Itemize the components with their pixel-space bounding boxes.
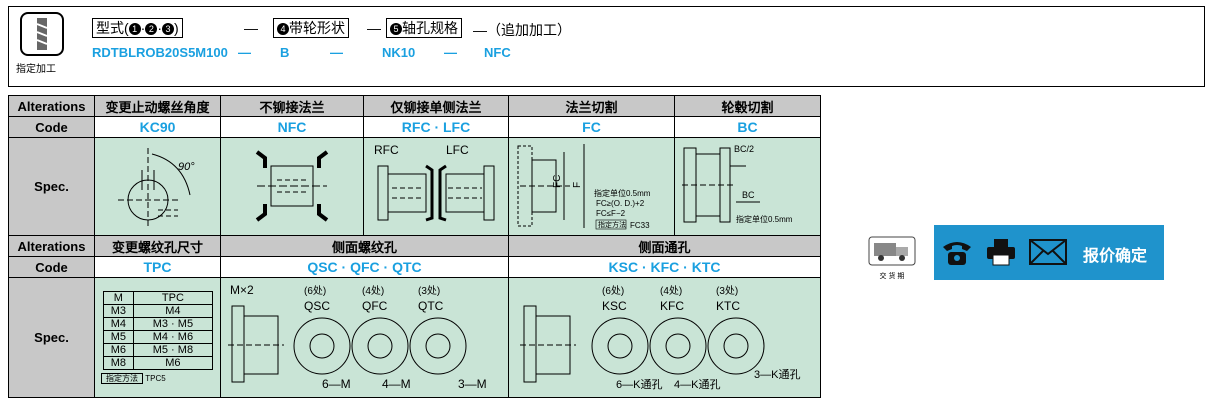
alterations-label: Alterations [8,95,95,117]
number-3-icon: 3 [162,23,175,35]
svg-text:(4处): (4处) [660,285,682,297]
number-4-icon: 4 [277,23,289,35]
svg-text:FC: FC [552,175,563,188]
code-qsc-qfc-qtc: QSC · QFC · QTC [220,256,509,278]
code-rfc-lfc: RFC · LFC [363,116,509,138]
svg-text:BC/2: BC/2 [734,144,754,154]
angle-text: 90° [178,161,195,173]
dash: — [238,45,251,60]
delivery-truck-button[interactable]: 交 货 期 [868,236,916,280]
icon-caption: 指定加工 [16,64,56,75]
truck-caption: 交 货 期 [879,273,905,280]
alteration-kc90: 变更止动螺丝角度 [94,95,221,117]
quote-action-bar: 报价确定 [934,225,1164,280]
drill-icon [20,12,64,56]
spec-label: Spec. [8,137,95,236]
bc-diagram: BC/2 BC 指定单位0.5mm [674,137,821,236]
svg-text:KFC: KFC [660,299,684,313]
svg-text:指定单位0.5mm: 指定单位0.5mm [594,188,651,198]
code-tpc: TPC [94,256,221,278]
bore-value: NK10 [382,45,416,60]
quote-confirm-button[interactable]: 报价确定 [1083,248,1148,265]
svg-text:(6处): (6处) [304,285,326,297]
kc90-diagram: 90° [94,137,221,236]
svg-text:(4处): (4处) [362,285,384,297]
dash: — [444,45,457,60]
svg-text:QTC: QTC [418,299,444,313]
code-kc90: KC90 [94,116,221,138]
svg-text:(6处): (6处) [602,285,624,297]
svg-text:BC: BC [742,190,755,200]
separator: — [244,20,258,36]
svg-text:QFC: QFC [362,299,388,313]
code-label-2: Code [8,256,95,278]
alteration-nfc: 不铆接法兰 [220,95,364,117]
code-fc: FC [508,116,675,138]
model-box: 型式(1·2·3) [92,18,183,38]
code-label: Code [8,116,95,138]
svg-text:指定单位0.5mm: 指定单位0.5mm [736,214,793,224]
separator: — [367,20,381,36]
alterations-table: Alterations 变更止动螺丝角度 不铆接法兰 仅铆接单侧法兰 法兰切割 … [8,95,821,398]
code-nfc: NFC [220,116,364,138]
dash: — [330,45,343,60]
alteration-tpc: 变更螺纹孔尺寸 [94,235,221,257]
svg-text:4—M: 4—M [382,377,411,391]
nfc-diagram [220,137,364,236]
fax-printer-icon[interactable] [984,237,1018,272]
svg-text:M×2: M×2 [230,283,254,297]
side-through-diagram: (6处) (4处) (3处) KSC KFC KTC 6—K通孔 4—K通孔 3… [508,277,821,398]
number-1-icon: 1 [128,23,141,35]
alteration-side-through: 侧面通孔 [508,235,821,257]
code-ksc-kfc-ktc: KSC · KFC · KTC [508,256,821,278]
svg-text:LFC: LFC [446,143,469,157]
svg-text:3—M: 3—M [458,377,487,391]
alteration-side-thread: 侧面螺纹孔 [220,235,509,257]
svg-text:KSC: KSC [602,299,627,313]
svg-text:FC33: FC33 [630,221,650,230]
rfc-lfc-diagram: RFC LFC [363,137,509,236]
svg-text:6—M: 6—M [322,377,351,391]
phone-icon[interactable] [940,237,974,272]
svg-text:FC≥(O. D.)+2: FC≥(O. D.)+2 [596,199,645,208]
svg-text:(3处): (3处) [716,285,738,297]
svg-text:4—K通孔: 4—K通孔 [674,378,720,391]
alteration-fc: 法兰切割 [508,95,675,117]
shape-value: B [280,45,290,60]
extra-processing: —（追加加工） [473,22,571,38]
fc-diagram: FC F 指定单位0.5mm FC≥(O. D.)+2 FC≤F−2 指定方法 … [508,137,675,236]
svg-text:6—K通孔: 6—K通孔 [616,378,662,391]
svg-text:KTC: KTC [716,299,740,313]
svg-text:RFC: RFC [374,143,399,157]
svg-text:FC≤F−2: FC≤F−2 [596,209,626,218]
svg-text:F: F [572,182,583,188]
model-value: RDTBLROB20S5M100 [92,45,228,60]
side-thread-diagram: M×2 (6处) (4处) (3处) QSC QFC QTC 6—M 4—M 3… [220,277,509,398]
spec-label-2: Spec. [8,277,95,398]
code-bc: BC [674,116,821,138]
additional-value: NFC [484,45,511,60]
mail-icon[interactable] [1029,239,1067,270]
svg-text:3—K通孔: 3—K通孔 [754,368,800,381]
alteration-rfc-lfc: 仅铆接单侧法兰 [363,95,509,117]
product-spec-box [8,6,1205,87]
number-2-icon: 2 [145,23,158,35]
alterations-label-2: Alterations [8,235,95,257]
alteration-bc: 轮毂切割 [674,95,821,117]
svg-text:(3处): (3处) [418,285,440,297]
svg-text:指定方法: 指定方法 [598,220,626,229]
number-5-icon: 5 [390,23,402,35]
svg-text:QSC: QSC [304,299,330,313]
